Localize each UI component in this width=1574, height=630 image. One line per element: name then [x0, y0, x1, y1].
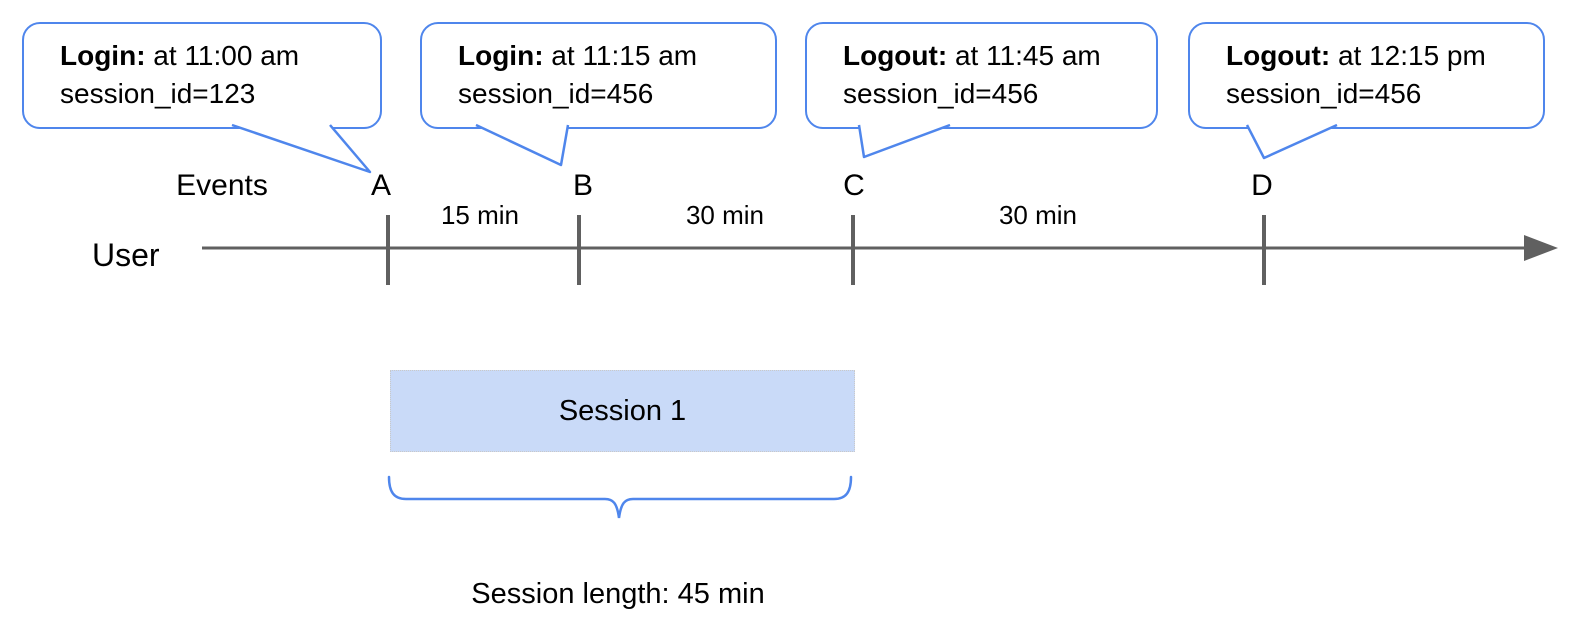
- interval-label-ab: 15 min: [440, 200, 520, 230]
- callout-line-2: session_id=456: [458, 78, 654, 109]
- event-type: Logout:: [1226, 40, 1331, 71]
- brace-icon: [387, 475, 853, 519]
- callout-login-a: Login: at 11:00 am session_id=123: [22, 22, 382, 129]
- callout-line-1: Login: at 11:15 am: [458, 37, 765, 75]
- event-detail: at 11:45 am: [947, 40, 1101, 71]
- callout-line-1: Logout: at 11:45 am: [843, 37, 1146, 75]
- interval-label-cd: 30 min: [998, 200, 1078, 230]
- events-label: Events: [176, 169, 268, 202]
- callout-tail-a: [231, 123, 372, 174]
- callout-logout-c: Logout: at 11:45 am session_id=456: [805, 22, 1158, 129]
- session-length-label: Session length: 45 min: [471, 578, 765, 610]
- callout-line-1: Login: at 11:00 am: [60, 37, 370, 75]
- callout-login-b: Login: at 11:15 am session_id=456: [420, 22, 777, 129]
- event-detail: at 11:00 am: [145, 40, 300, 71]
- event-type: Login:: [458, 40, 544, 71]
- axis-label-user: User: [92, 237, 160, 273]
- arrow-right-icon: [1524, 235, 1558, 261]
- callout-line-2: session_id=456: [1226, 78, 1422, 109]
- event-letter-b: B: [572, 169, 594, 202]
- session-bar: Session 1: [390, 370, 855, 452]
- callout-line-2: session_id=123: [60, 78, 256, 109]
- event-type: Login:: [60, 40, 146, 71]
- event-detail: at 11:15 am: [543, 40, 698, 71]
- callout-logout-d: Logout: at 12:15 pm session_id=456: [1188, 22, 1545, 129]
- event-type: Logout:: [843, 40, 948, 71]
- callout-line-1: Logout: at 12:15 pm: [1226, 37, 1533, 75]
- event-detail: at 12:15 pm: [1330, 40, 1486, 71]
- callout-tail-c: [857, 123, 951, 159]
- callout-line-2: session_id=456: [843, 78, 1039, 109]
- event-letter-a: A: [370, 169, 392, 202]
- callout-tail-b: [475, 123, 570, 167]
- session-bar-label: Session 1: [558, 394, 687, 427]
- event-letter-d: D: [1251, 169, 1273, 202]
- interval-label-bc: 30 min: [685, 200, 765, 230]
- callout-tail-d: [1245, 123, 1338, 160]
- event-letter-c: C: [843, 169, 865, 202]
